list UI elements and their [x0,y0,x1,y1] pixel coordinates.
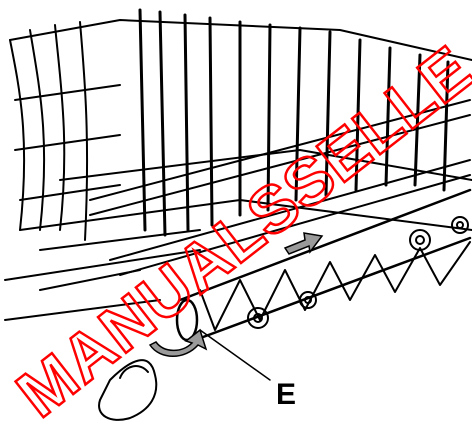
basket-back-rail [9,19,472,61]
slide-direction-arrow [283,232,324,255]
spray-arm-tube [178,188,472,342]
callout-leader [199,329,271,381]
rotate-direction-arrow [148,328,208,357]
hand-outline [98,359,158,421]
basket-side-wires [4,21,201,321]
rack-rods [39,99,471,291]
basket-bottom-wires [199,241,471,331]
basket-tines [138,8,450,237]
basket-wheels [247,216,469,329]
callout-label-e: E [276,378,297,411]
